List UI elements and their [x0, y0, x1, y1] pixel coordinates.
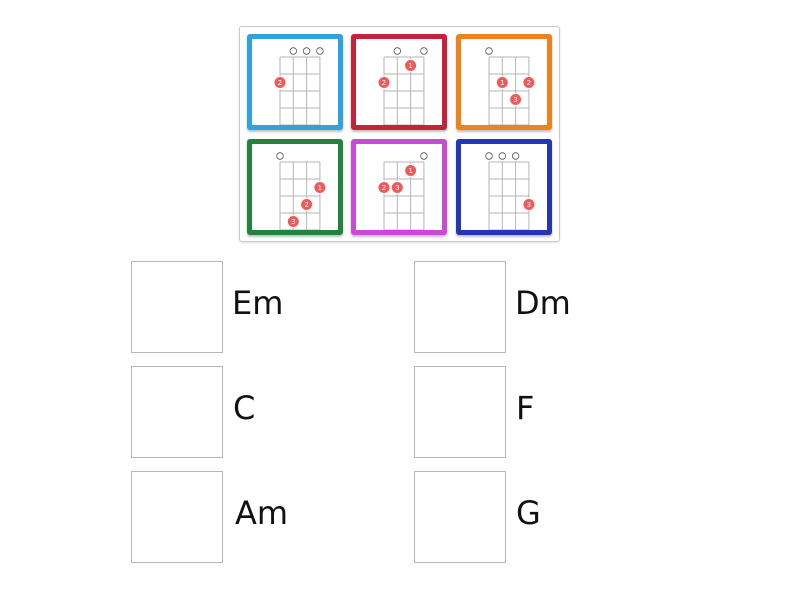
finger-number: 1 — [408, 62, 412, 70]
finger-number: 1 — [408, 167, 412, 175]
chord-label-dm: Dm — [515, 284, 571, 322]
finger-dot — [273, 76, 287, 89]
finger-dot — [495, 76, 509, 89]
open-string-marker — [485, 152, 493, 160]
finger-dot — [404, 59, 418, 72]
chord-label-am: Am — [235, 494, 289, 532]
chord-diagram: 1 2 3 — [485, 47, 536, 125]
open-string-marker — [498, 152, 506, 160]
drop-zone-dm[interactable] — [414, 261, 506, 353]
chord-diagram: 2 — [273, 47, 324, 125]
chord-label-f: F — [516, 389, 535, 427]
drop-zone-f[interactable] — [414, 366, 506, 458]
finger-dot — [390, 181, 404, 194]
chord-diagram: 12 — [377, 47, 428, 125]
open-string-marker — [420, 152, 428, 160]
chord-diagram: 1 2 3 — [276, 152, 327, 230]
open-string-marker — [316, 47, 324, 55]
open-string-marker — [302, 47, 311, 55]
finger-dot — [509, 93, 523, 106]
finger-number: 1 — [318, 184, 322, 192]
finger-dot — [286, 215, 300, 228]
finger-dot — [377, 76, 391, 89]
open-string-marker — [420, 47, 428, 55]
finger-dot — [522, 76, 536, 89]
finger-number: 2 — [527, 79, 531, 87]
open-string-marker — [289, 47, 297, 55]
open-string-marker — [393, 47, 401, 55]
finger-number: 3 — [395, 184, 399, 192]
tile-chord-4[interactable]: 1 2 3 — [247, 139, 343, 235]
drop-zone-c[interactable] — [131, 366, 223, 458]
finger-number: 3 — [527, 201, 531, 209]
drop-zone-am[interactable] — [131, 471, 223, 563]
open-string-marker — [485, 47, 493, 55]
finger-number: 2 — [278, 79, 282, 87]
chord-label-c: C — [233, 389, 256, 427]
finger-number: 3 — [513, 96, 517, 104]
drop-zone-g[interactable] — [414, 471, 506, 563]
tile-chord-6[interactable]: 3 — [456, 139, 552, 235]
open-string-marker — [511, 152, 520, 160]
drop-zone-em[interactable] — [131, 261, 223, 353]
finger-dot — [377, 181, 391, 194]
chord-label-g: G — [516, 494, 541, 532]
finger-number: 2 — [382, 79, 386, 87]
chord-label-em: Em — [232, 284, 284, 322]
finger-number: 2 — [304, 201, 308, 209]
chord-diagram: 1 2 3 — [377, 152, 428, 230]
tile-chord-5[interactable]: 1 2 3 — [351, 139, 447, 235]
finger-dot — [404, 164, 418, 177]
finger-number: 2 — [382, 184, 386, 192]
finger-number: 1 — [500, 79, 504, 87]
finger-dot — [522, 198, 536, 211]
tile-chord-1[interactable]: 2 — [247, 34, 343, 130]
tile-chord-3[interactable]: 1 2 3 — [456, 34, 552, 130]
chord-diagram: 3 — [485, 152, 536, 230]
open-string-marker — [276, 152, 284, 160]
finger-number: 3 — [291, 218, 295, 226]
finger-dot — [300, 198, 314, 211]
finger-dot — [313, 181, 327, 194]
